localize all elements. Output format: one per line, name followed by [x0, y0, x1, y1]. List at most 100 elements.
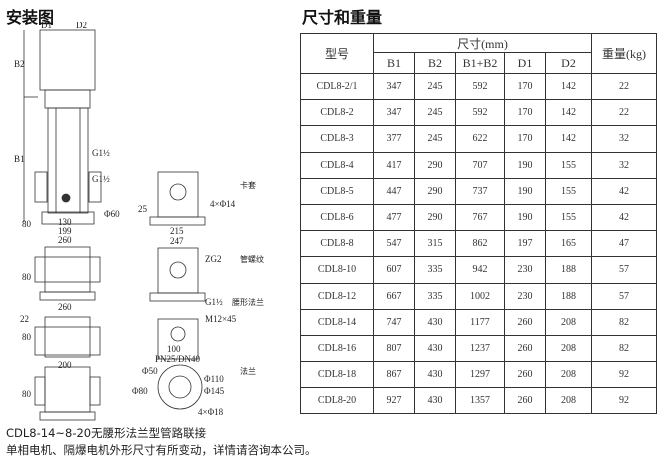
value-cell: 260 — [504, 387, 546, 415]
value-cell: 335 — [414, 282, 456, 310]
value-cell: 592 — [455, 72, 505, 101]
pump-flange-view — [34, 366, 101, 421]
dim-260: 260 — [58, 235, 72, 245]
value-cell: 1002 — [455, 282, 505, 310]
value-cell: 155 — [545, 177, 592, 205]
value-cell: 747 — [373, 308, 415, 336]
value-cell: 377 — [373, 125, 415, 153]
value-cell: 1357 — [455, 387, 505, 415]
dim-199: 199 — [58, 226, 72, 236]
dim-260b: 260 — [58, 302, 72, 312]
value-cell: 430 — [414, 334, 456, 363]
value-cell: 230 — [504, 282, 546, 310]
model-cell: CDL8-10 — [300, 256, 374, 284]
header-col: B2 — [414, 52, 456, 74]
pump-front-view — [23, 29, 102, 225]
value-cell: 190 — [504, 203, 546, 232]
value-cell: 170 — [504, 72, 546, 101]
value-cell: 1177 — [455, 308, 505, 336]
value-cell: 667 — [373, 282, 415, 310]
value-cell: 188 — [545, 282, 592, 310]
value-cell: 260 — [504, 334, 546, 363]
pump-thread-view — [34, 246, 101, 301]
value-cell: 190 — [504, 177, 546, 205]
value-cell: 1297 — [455, 361, 505, 389]
value-cell: 22 — [591, 72, 657, 101]
value-cell: 1237 — [455, 334, 505, 363]
value-cell: 290 — [414, 203, 456, 232]
model-cell: CDL8-2 — [300, 99, 374, 127]
dim-200: 200 — [58, 360, 72, 370]
dim-80: 80 — [22, 219, 32, 229]
value-cell: 92 — [591, 387, 657, 415]
value-cell: 315 — [414, 230, 456, 258]
flange-side-view — [157, 364, 203, 410]
label-g3: G1½ — [205, 297, 223, 307]
value-cell: 767 — [455, 203, 505, 232]
header-model: 型号 — [300, 33, 374, 74]
dim-phi110: Φ110 — [204, 374, 224, 384]
value-cell: 42 — [591, 203, 657, 232]
label-g2: G1½ — [92, 174, 110, 184]
value-cell: 807 — [373, 334, 415, 363]
value-cell: 335 — [414, 256, 456, 284]
dim-holes: 4×Φ14 — [210, 199, 236, 209]
label-thread: 管螺纹 — [240, 254, 264, 264]
value-cell: 260 — [504, 308, 546, 336]
dim-22: 22 — [20, 314, 29, 324]
value-cell: 447 — [373, 177, 415, 205]
model-cell: CDL8-12 — [300, 282, 374, 310]
header-col: B1+B2 — [455, 52, 505, 74]
value-cell: 737 — [455, 177, 505, 205]
value-cell: 347 — [373, 72, 415, 101]
value-cell: 347 — [373, 99, 415, 127]
value-cell: 22 — [591, 99, 657, 127]
value-cell: 430 — [414, 387, 456, 415]
model-cell: CDL8-6 — [300, 203, 374, 232]
dim-phi50: Φ50 — [142, 366, 158, 376]
installation-drawing: D1 D2 B2 B1 G1½ G1½ 80 Φ60 130 199 260 2… — [14, 22, 264, 421]
value-cell: 155 — [545, 203, 592, 232]
value-cell: 417 — [373, 151, 415, 179]
model-cell: CDL8-8 — [300, 230, 374, 258]
value-cell: 82 — [591, 308, 657, 336]
value-cell: 260 — [504, 361, 546, 389]
model-cell: CDL8-20 — [300, 387, 374, 415]
dim-247: 247 — [170, 236, 184, 246]
label-zg2: ZG2 — [205, 254, 222, 264]
header-col: D1 — [504, 52, 546, 74]
value-cell: 32 — [591, 151, 657, 179]
value-cell: 592 — [455, 99, 505, 127]
note-1: CDL8-14~8-20无腰形法兰型管路联接 — [6, 426, 207, 440]
header-col: B1 — [373, 52, 415, 74]
value-cell: 208 — [545, 334, 592, 363]
label-g1: G1½ — [92, 148, 110, 158]
value-cell: 430 — [414, 361, 456, 389]
label-m12: M12×45 — [205, 314, 237, 324]
dim-b2: B2 — [14, 59, 25, 69]
value-cell: 867 — [373, 361, 415, 389]
value-cell: 245 — [414, 72, 456, 101]
dim-130: 130 — [58, 217, 72, 227]
value-cell: 245 — [414, 125, 456, 153]
header-size: 尺寸(mm) — [373, 33, 592, 53]
dim-25: 25 — [138, 204, 148, 214]
value-cell: 188 — [545, 256, 592, 284]
table-title: 尺寸和重量 — [302, 8, 383, 27]
model-cell: CDL8-5 — [300, 177, 374, 205]
value-cell: 862 — [455, 230, 505, 258]
model-cell: CDL8-14 — [300, 308, 374, 336]
header-weight: 重量(kg) — [591, 33, 657, 74]
value-cell: 142 — [545, 72, 592, 101]
label-waist: 腰形法兰 — [232, 297, 264, 307]
value-cell: 245 — [414, 99, 456, 127]
value-cell: 547 — [373, 230, 415, 258]
value-cell: 82 — [591, 334, 657, 363]
